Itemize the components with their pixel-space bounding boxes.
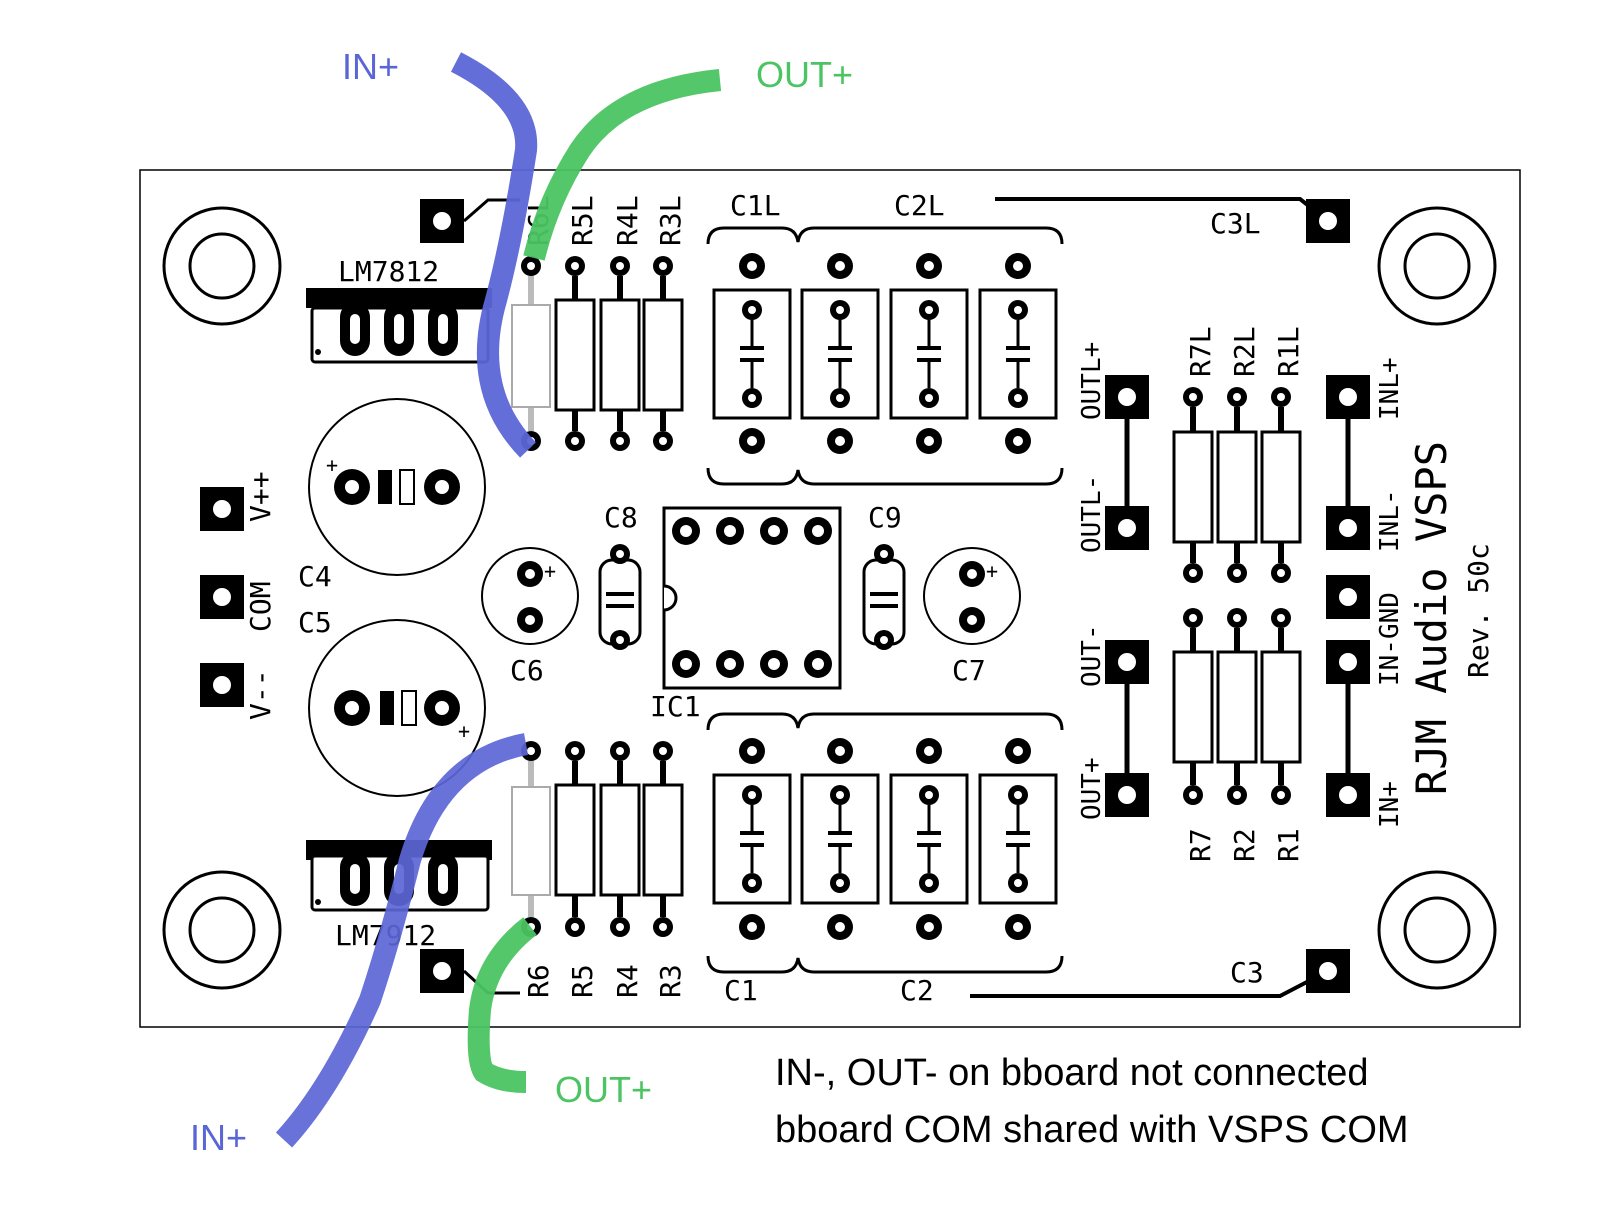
regulator-top-label: LM7812 [338, 255, 439, 288]
resistors-bottom-left [511, 741, 684, 937]
c1l-label: C1L [730, 189, 781, 222]
r7-label: R7 [1184, 828, 1217, 862]
r2-label: R2 [1228, 828, 1261, 862]
out-plus-bottom-annotation: OUT+ [555, 1069, 652, 1110]
board-revision: Rev. 50c [1462, 543, 1495, 678]
inl-plus-label: INL+ [1375, 357, 1405, 420]
outl-minus-label: OUTL- [1077, 475, 1107, 553]
r1-label: R1 [1272, 828, 1305, 862]
c2-label: C2 [900, 974, 934, 1007]
r4l-label: R4L [611, 195, 644, 246]
svg-text:+: + [458, 719, 470, 743]
capacitors-c1-c2 [706, 712, 1064, 974]
com-label: COM [244, 581, 277, 632]
pad-bottom-left [420, 949, 464, 993]
c3-label: C3 [1230, 956, 1264, 989]
out-plus-top-annotation: OUT+ [756, 54, 853, 95]
capacitors-c1l-c2l [706, 226, 1064, 486]
inl-minus-label: INL- [1375, 489, 1405, 552]
capacitor-c6: + [481, 547, 579, 645]
r5-label: R5 [566, 964, 599, 998]
c1-label: C1 [724, 974, 758, 1007]
resistors-bottom-right [1172, 608, 1302, 805]
note-line-2: bboard COM shared with VSPS COM [775, 1109, 1409, 1151]
in-gnd-label: IN-GND [1375, 592, 1405, 686]
regulator-lm7812: LM7812 [306, 255, 492, 364]
r5l-label: R5L [566, 195, 599, 246]
r4-label: R4 [611, 964, 644, 998]
r6-label: R6 [522, 964, 555, 998]
c4-label: C4 [298, 560, 332, 593]
wire-out-plus-top [523, 69, 722, 261]
capacitor-c5: + [308, 619, 486, 797]
pad-vmm [200, 663, 244, 707]
resistors-top-left [511, 256, 684, 451]
svg-text:+: + [326, 453, 338, 477]
r3-label: R3 [654, 964, 687, 998]
out-minus-label: OUT- [1077, 624, 1107, 687]
in-plus-top-annotation: IN+ [342, 46, 399, 87]
pad-c3 [1306, 949, 1350, 993]
svg-text:+: + [544, 559, 556, 583]
wire-in-plus-top [450, 52, 538, 458]
r7l-label: R7L [1184, 326, 1217, 377]
r2l-label: R2L [1228, 326, 1261, 377]
c2l-label: C2L [894, 189, 945, 222]
svg-text:+: + [986, 559, 998, 583]
c7-label: C7 [952, 654, 986, 687]
c3l-label: C3L [1210, 207, 1261, 240]
c8-label: C8 [604, 501, 638, 534]
outl-plus-label: OUTL+ [1077, 342, 1107, 420]
pad-top-left [420, 199, 464, 243]
r3l-label: R3L [654, 195, 687, 246]
pad-c3l [1306, 199, 1350, 243]
vmm-label: V-- [244, 669, 277, 720]
pad-com [200, 575, 244, 619]
board-title: RJM Audio VSPS [1407, 441, 1456, 795]
capacitor-c4: + [308, 398, 486, 576]
c6-label: C6 [510, 654, 544, 687]
ic1-dip8 [662, 506, 842, 690]
resistors-top-right [1172, 387, 1302, 583]
c9-label: C9 [868, 501, 902, 534]
out-plus-label: OUT+ [1077, 757, 1107, 820]
capacitor-c9 [862, 544, 906, 650]
capacitor-c7: + [923, 547, 1021, 645]
r1l-label: R1L [1272, 326, 1305, 377]
output-pads [1105, 375, 1149, 817]
wire-in-plus-bottom [275, 733, 529, 1148]
input-pads [1326, 375, 1370, 817]
wire-out-plus-bottom [467, 917, 537, 1093]
c5-label: C5 [298, 606, 332, 639]
in-plus-label: IN+ [1375, 781, 1405, 828]
vpp-label: V++ [244, 471, 277, 522]
in-plus-bottom-annotation: IN+ [190, 1117, 247, 1158]
note-line-1: IN-, OUT- on bboard not connected [775, 1052, 1369, 1094]
pad-vpp [200, 487, 244, 531]
ic1-label: IC1 [650, 690, 701, 723]
regulator-lm7912: LM7912 [306, 840, 492, 952]
capacitor-c8 [598, 544, 642, 650]
